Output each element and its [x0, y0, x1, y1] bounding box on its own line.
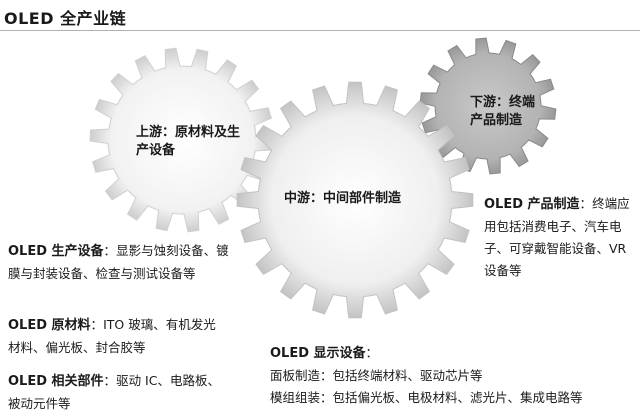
block-heading: OLED 产品制造 — [484, 197, 580, 212]
title-divider — [0, 30, 640, 31]
upstream-gear — [89, 47, 275, 233]
block-heading: OLED 原材料 — [8, 318, 91, 333]
raw-materials-block: OLED 原材料：ITO 玻璃、有机发光材料、偏光板、封合胶等 — [8, 314, 224, 359]
block-text: 终端应用包括消费电子、汽车电子、可穿戴智能设备、VR 设备等 — [484, 196, 630, 278]
upstream-label: 上游：原材料及生产设备 — [136, 125, 241, 158]
downstream-gear — [419, 37, 557, 175]
block-text: 显影与蚀刻设备、镀膜与封装设备、检查与测试设备等 — [8, 243, 229, 281]
block-separator: ： — [579, 196, 593, 211]
block-text: ITO 玻璃、有机发光材料、偏光板、封合胶等 — [8, 317, 216, 355]
midstream-gear — [236, 81, 474, 319]
block-separator: ： — [103, 243, 117, 258]
block-heading: OLED 相关部件 — [8, 374, 104, 389]
block-separator: ： — [90, 317, 104, 332]
midstream-label: 中游：中间部件制造 — [284, 191, 402, 206]
display-equipment-block: OLED 显示设备： 面板制造：包括终端材料、驱动芯片等 模组组装：包括偏光板、… — [270, 342, 638, 409]
block-separator: ： — [365, 345, 379, 360]
downstream-label: 下游：终端产品制造 — [470, 95, 536, 128]
module-assembly-line: 模组组装：包括偏光板、电极材料、滤光片、集成电路等 — [270, 390, 583, 405]
components-block: OLED 相关部件：驱动 IC、电路板、被动元件等 — [8, 370, 224, 415]
block-separator: ： — [103, 373, 117, 388]
panel-manufacturing-line: 面板制造：包括终端材料、驱动芯片等 — [270, 368, 483, 383]
production-equipment-block: OLED 生产设备：显影与蚀刻设备、镀膜与封装设备、检查与测试设备等 — [8, 240, 236, 285]
diagram-title: OLED 全产业链 — [4, 9, 127, 28]
product-manufacturing-block: OLED 产品制造：终端应用包括消费电子、汽车电子、可穿戴智能设备、VR 设备等 — [484, 193, 634, 282]
block-heading: OLED 显示设备 — [270, 346, 366, 361]
block-heading: OLED 生产设备 — [8, 244, 104, 259]
block-text: 驱动 IC、电路板、被动元件等 — [8, 373, 220, 411]
